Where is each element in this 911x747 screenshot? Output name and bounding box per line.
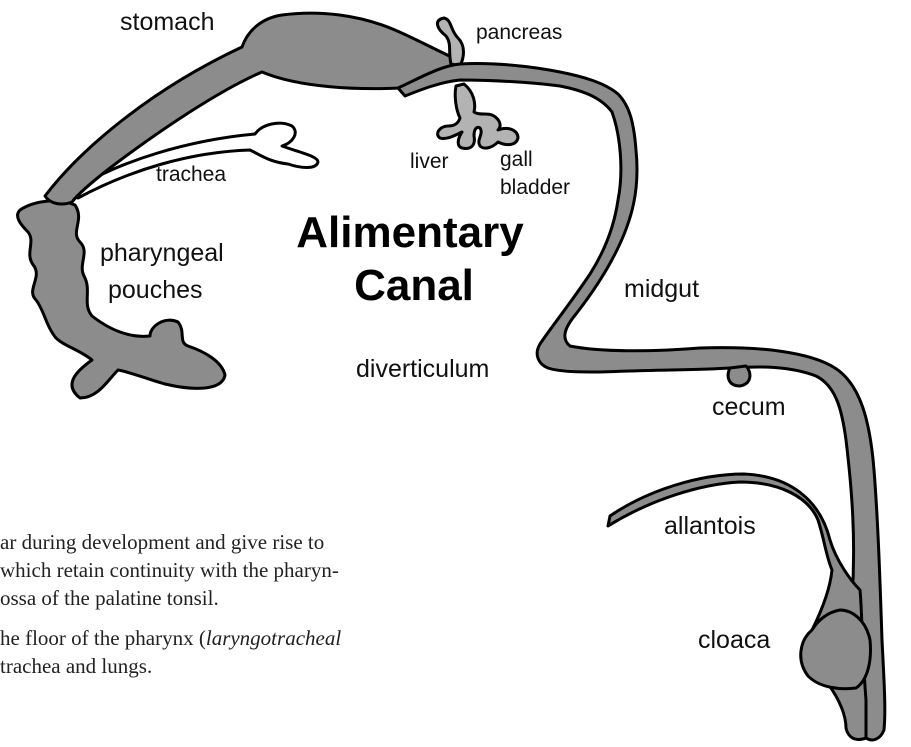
liver-shape bbox=[438, 84, 518, 149]
body-text-p2-line1: he floor of the pharynx (laryngotracheal bbox=[0, 624, 341, 652]
title-line1: Alimentary bbox=[296, 208, 524, 257]
pharyngeal-label-line2: pouches bbox=[108, 276, 203, 304]
pancreas-label: pancreas bbox=[476, 21, 562, 44]
allantois-label: allantois bbox=[664, 512, 756, 540]
body-text-p1-line1: ar during development and give rise to bbox=[0, 528, 324, 556]
title-line2: Canal bbox=[354, 261, 474, 310]
cecum-label: cecum bbox=[712, 393, 786, 421]
cecum-shape bbox=[728, 366, 750, 386]
midgut-label: midgut bbox=[624, 275, 699, 303]
trachea-label: trachea bbox=[156, 163, 226, 186]
gall-bladder-label-line1: gall bbox=[500, 148, 533, 171]
stomach-label: stomach bbox=[120, 8, 214, 36]
liver-label: liver bbox=[410, 150, 449, 173]
body-text-p2-italic: laryngotracheal bbox=[206, 626, 341, 650]
pharyngeal-label-line1: pharyngeal bbox=[100, 239, 224, 267]
gall-bladder-label-line2: bladder bbox=[500, 176, 570, 199]
body-text-p1-line3: ossa of the palatine tonsil. bbox=[0, 584, 219, 612]
cloaca-shape bbox=[801, 610, 871, 689]
body-text-p2-plain: he floor of the pharynx ( bbox=[0, 626, 206, 650]
cloaca-label: cloaca bbox=[698, 626, 770, 654]
body-text-p2-line2: trachea and lungs. bbox=[0, 652, 152, 680]
body-text-p1-line2: which retain continuity with the pharyn- bbox=[0, 556, 339, 584]
diverticulum-label: diverticulum bbox=[356, 355, 489, 383]
